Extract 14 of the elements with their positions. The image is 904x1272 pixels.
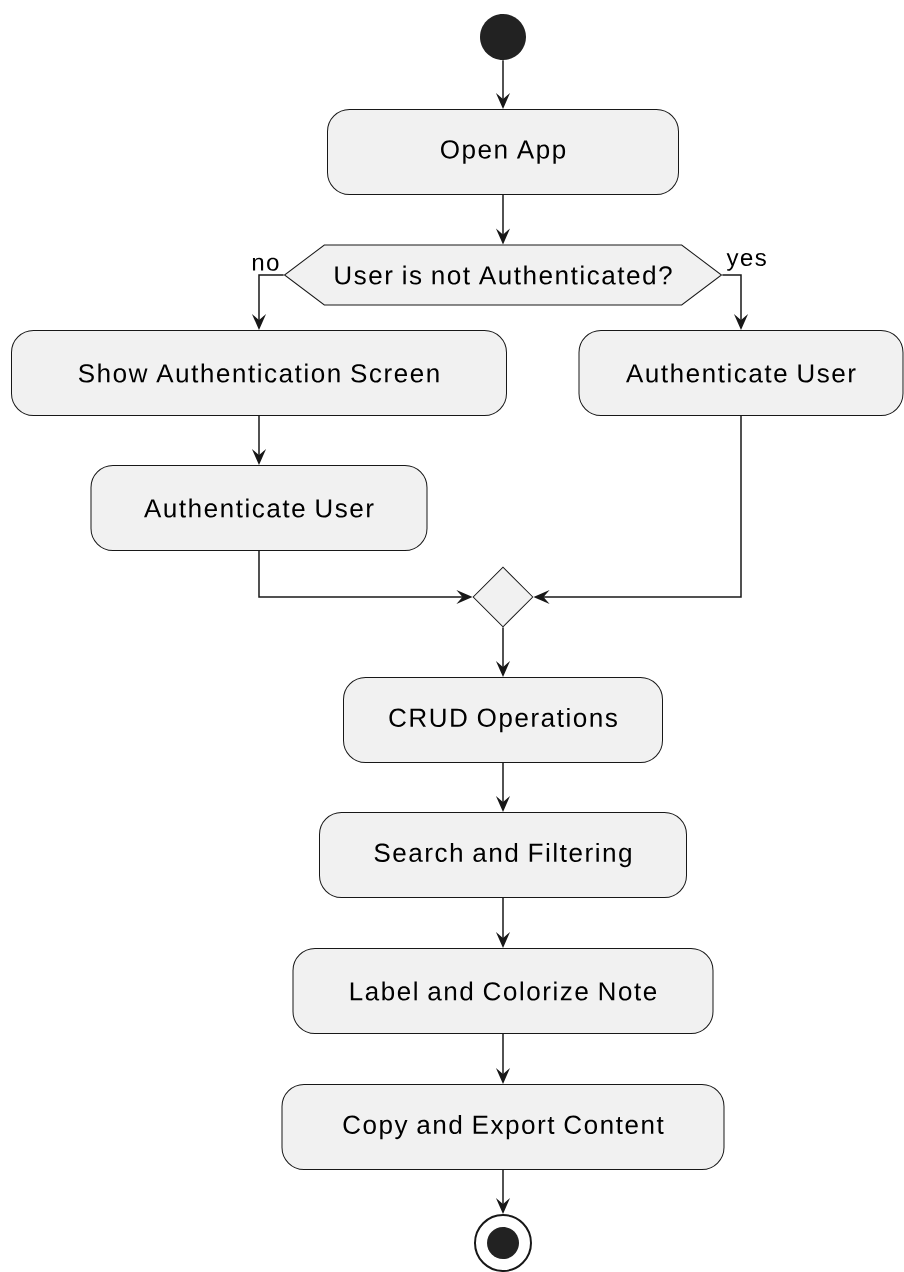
activity-box: Authenticate User [90, 465, 428, 551]
merge-diamond [472, 566, 534, 628]
activity-box: Label and Colorize Note [292, 948, 714, 1034]
start-circle [480, 14, 526, 60]
end-circle [474, 1214, 532, 1272]
edge-label: yes [726, 252, 766, 271]
edge-label: no [252, 257, 279, 271]
activity-box: Open App [327, 109, 679, 195]
decision-hexagon: User is not Authenticated? [284, 244, 722, 306]
activity-box: Show Authentication Screen [11, 330, 507, 416]
activity-box: Copy and Export Content [281, 1084, 725, 1170]
activity-box: Search and Filtering [319, 812, 687, 898]
activity-box: CRUD Operations [343, 677, 663, 763]
activity-box: Authenticate User [578, 330, 904, 416]
